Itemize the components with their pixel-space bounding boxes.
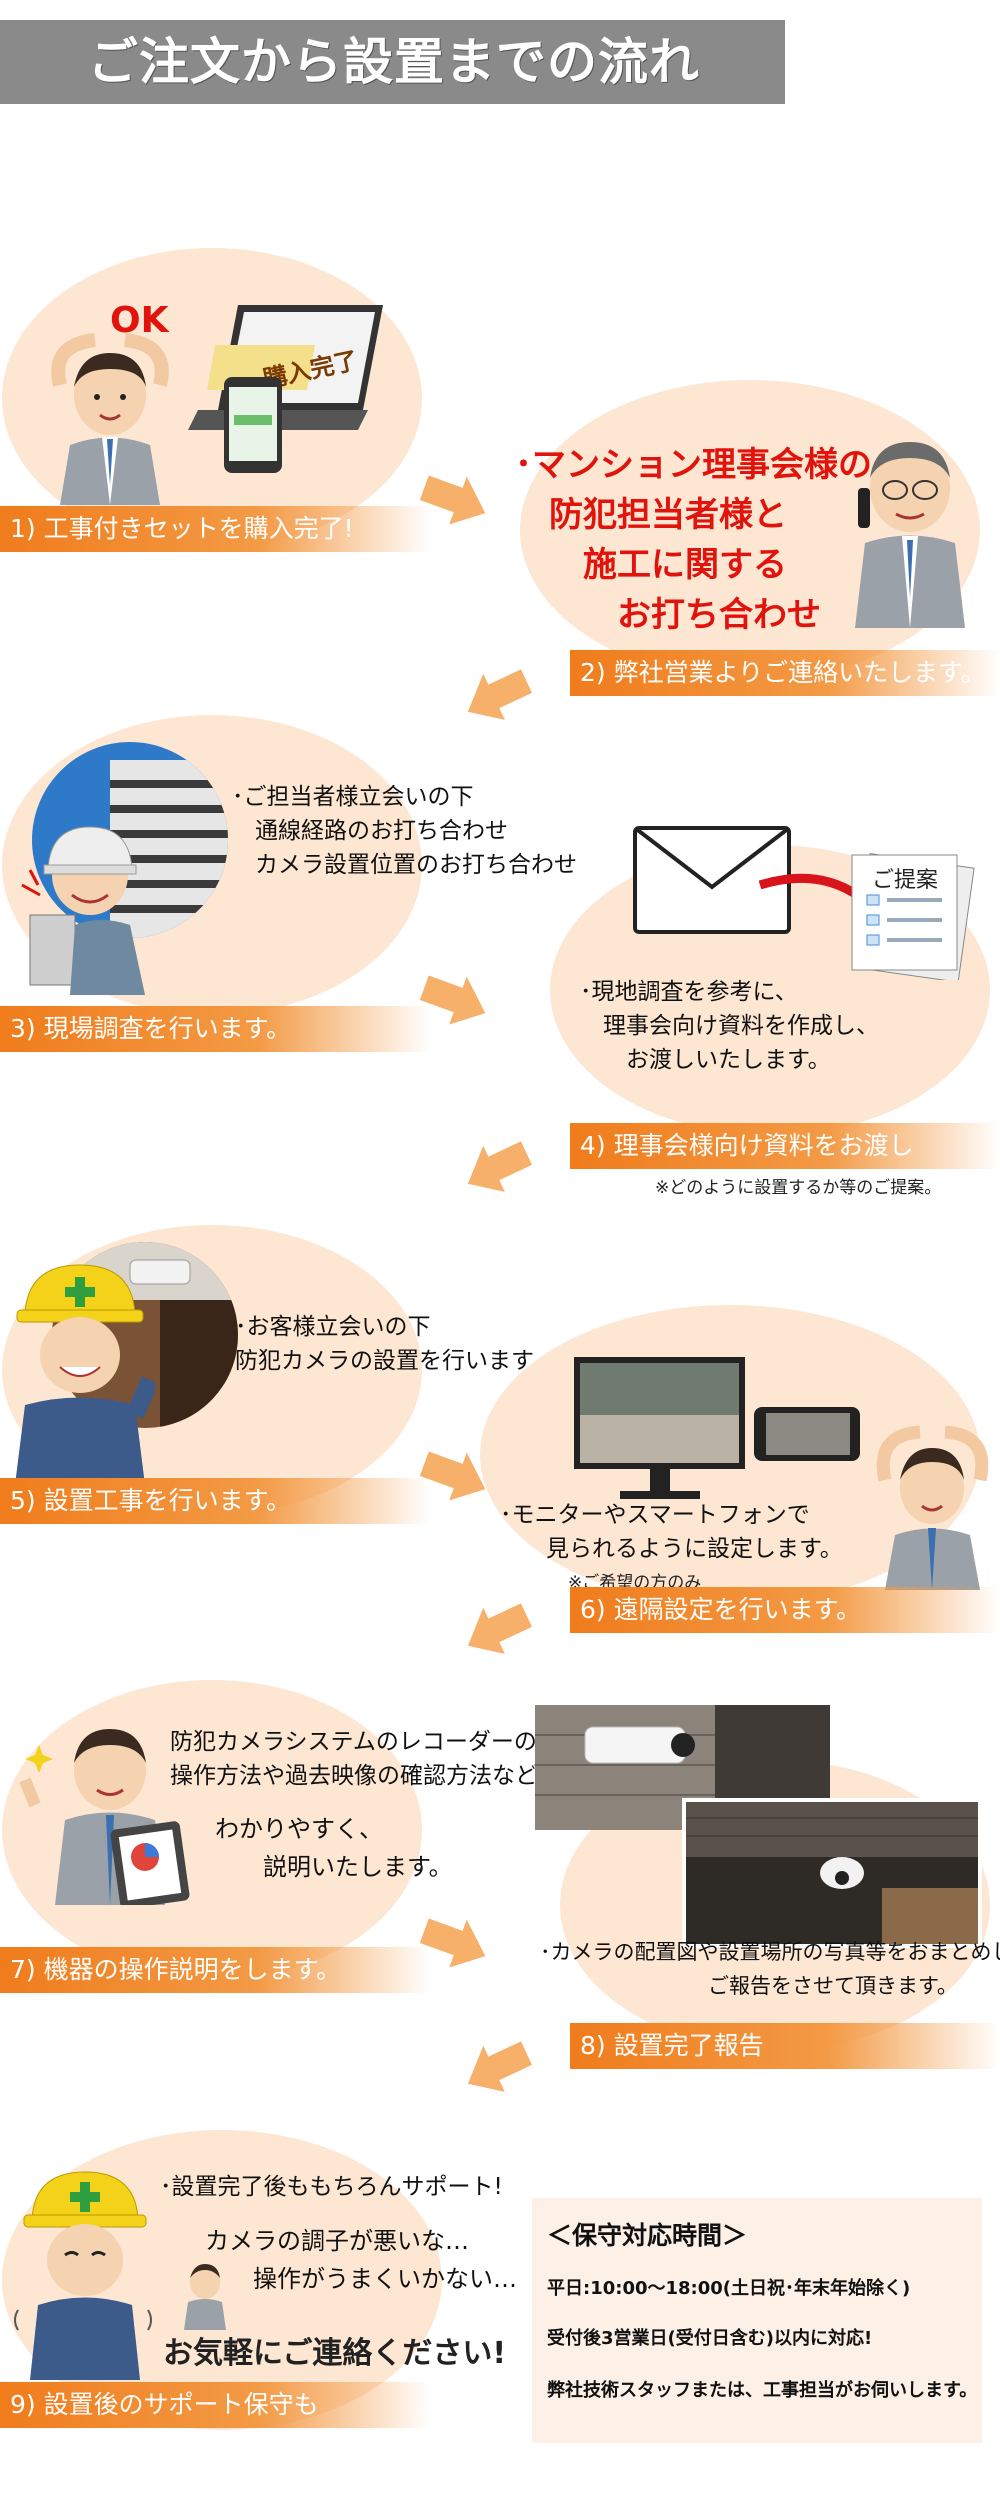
step7-description: 防犯カメラシステムのレコーダーの 操作方法や過去映像の確認方法など xyxy=(170,1729,538,1789)
step2-highlight: ･マンション理事会様の 防犯担当者様と 施工に関する お打ち合わせ xyxy=(515,445,872,635)
installer-helmet-illustration xyxy=(5,1255,155,1485)
step3-label: 3) 現場調査を行います。 xyxy=(0,1006,430,1052)
arrow-right-down-icon xyxy=(420,472,490,527)
staff-ok-pose-illustration xyxy=(40,325,180,505)
step7-description-2: わかりやすく、 説明いたします。 xyxy=(215,1815,453,1881)
step9-label: 9) 設置後のサポート保守も xyxy=(0,2382,430,2428)
worried-user-illustration xyxy=(180,2262,230,2330)
surveyor-helmet-illustration xyxy=(10,815,180,995)
step8-description: ･カメラの配置図や設置場所の写真等をおまとめし、 ご報告をさせて頂きます。 xyxy=(540,1940,1000,1998)
arrow-right-down-icon xyxy=(420,1915,490,1970)
proposal-document-icon xyxy=(842,850,982,980)
support-hours-weekday: 平日:10:00～18:00(土日祝･年末年始除く) xyxy=(547,2278,911,2299)
step3-description: ･ご担当者様立会いの下 通線経路のお打ち合わせ カメラ設置位置のお打ち合わせ xyxy=(232,784,577,878)
bowing-worker-illustration xyxy=(10,2160,160,2380)
step6-label: 6) 遠隔設定を行います。 xyxy=(570,1587,1000,1633)
step9-worries: カメラの調子が悪いな… 操作がうまくいかない… xyxy=(205,2227,517,2293)
step8-label: 8) 設置完了報告 xyxy=(570,2023,1000,2069)
step4-description: ･現地調査を参考に、 理事会向け資料を作成し、 お渡しいたします。 xyxy=(580,979,879,1073)
page-title: ご注文から設置までの流れ xyxy=(0,20,785,104)
arrow-left-down-icon xyxy=(462,668,532,723)
arrow-left-down-icon xyxy=(462,1140,532,1195)
arrow-right-down-icon xyxy=(420,1448,490,1503)
arrow-right-down-icon xyxy=(420,972,490,1027)
step2-label: 2) 弊社営業よりご連絡いたします。 xyxy=(570,650,1000,696)
support-staff-visit: 弊社技術スタッフまたは、工事担当がお伺いします。 xyxy=(547,2380,978,2401)
step9-description: ･設置完了後ももちろんサポート! xyxy=(160,2174,503,2200)
ok-text: OK xyxy=(110,300,169,341)
support-hours-box: ＜保守対応時間＞ 平日:10:00～18:00(土日祝･年末年始除く) 受付後3… xyxy=(532,2198,982,2443)
arrow-left-down-icon xyxy=(462,2040,532,2095)
staff-ok-pose-illustration xyxy=(870,1420,995,1590)
building-photo xyxy=(30,740,230,940)
ceiling-dome-camera-photo xyxy=(682,1798,982,1948)
step5-description: ･お客様立会いの下 防犯カメラの設置を行います。 xyxy=(235,1314,555,1374)
step7-label: 7) 機器の操作説明をします。 xyxy=(0,1947,430,1993)
smartphone-icon xyxy=(752,1405,862,1463)
step4-label: 4) 理事会様向け資料をお渡し xyxy=(570,1123,1000,1169)
step4-note: ※どのように設置するか等のご提案。 xyxy=(655,1178,942,1198)
arrow-left-down-icon xyxy=(462,1602,532,1657)
smartphone-icon xyxy=(222,375,284,475)
envelope-icon xyxy=(632,825,792,935)
contact-us-text: お気軽にご連絡ください! xyxy=(163,2336,507,2371)
support-response-time: 受付後3営業日(受付日含む)以内に対応! xyxy=(547,2328,873,2349)
step6-description: ･モニターやスマートフォンで 見られるように設定します。 xyxy=(500,1502,843,1562)
step5-label: 5) 設置工事を行います。 xyxy=(0,1478,430,1524)
staff-tablet-illustration xyxy=(15,1715,195,1905)
monitor-icon xyxy=(572,1355,747,1505)
proposal-doc-text: ご提案 xyxy=(872,868,939,893)
step1-label: 1) 工事付きセットを購入完了! xyxy=(0,506,430,552)
staff-phone-illustration xyxy=(840,428,980,628)
support-hours-title: ＜保守対応時間＞ xyxy=(547,2221,748,2250)
